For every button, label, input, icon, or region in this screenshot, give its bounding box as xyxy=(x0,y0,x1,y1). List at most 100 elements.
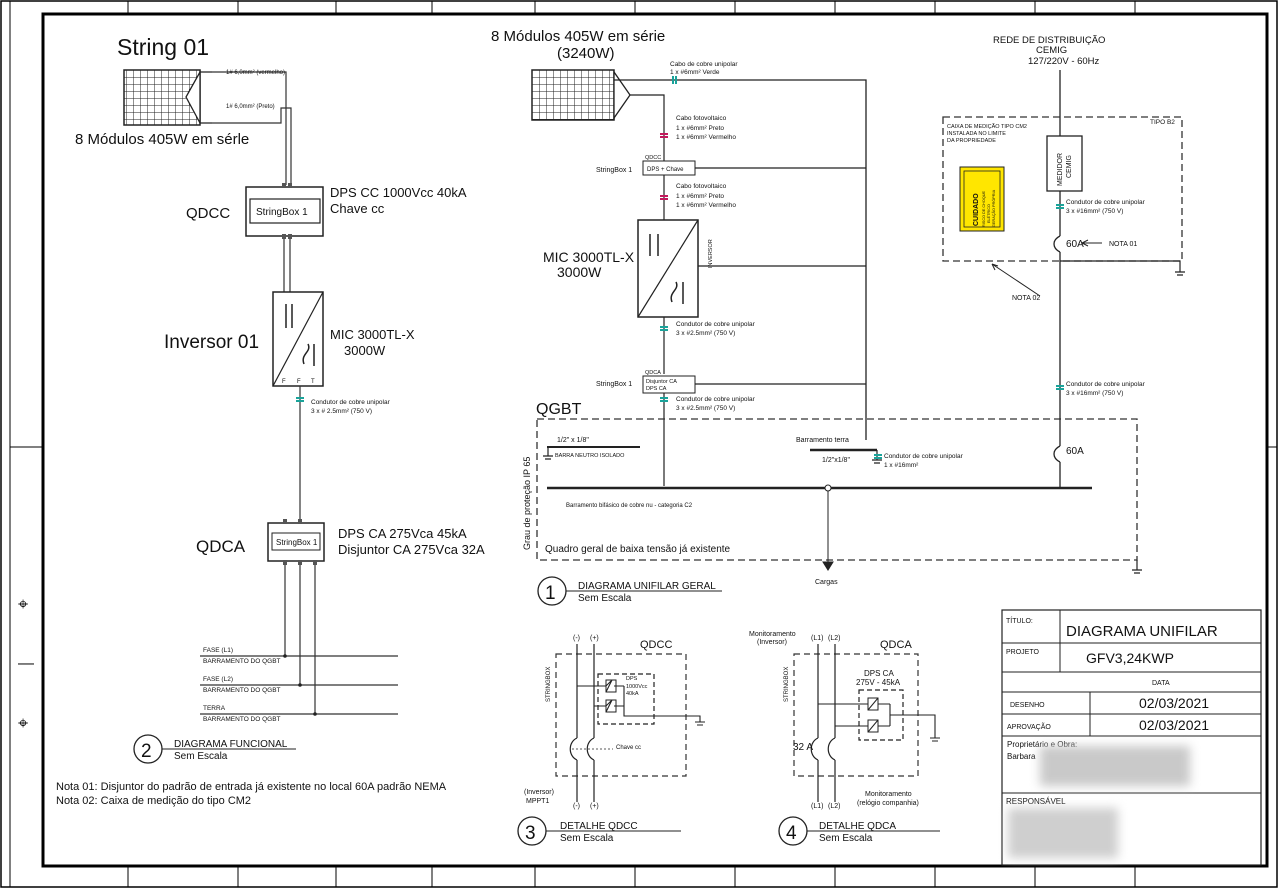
barramento-3: BARRAMENTO DO QGBT xyxy=(203,716,281,723)
qgbt-label: QGBT xyxy=(536,401,582,418)
nota-02-tag: NOTA 02 xyxy=(1012,295,1040,302)
pin-t: T xyxy=(311,379,315,385)
quadro-geral: Quadro geral de baixa tensão já existent… xyxy=(545,544,731,555)
diagram2-scale: Sem Escala xyxy=(174,751,228,762)
pin-f2: F xyxy=(297,379,301,385)
d4-stringbox-vertical: STRINGBOX xyxy=(784,667,790,702)
desenho-label: DESENHO xyxy=(1010,702,1045,709)
medidor-line1: MEDIDOR xyxy=(1057,153,1064,186)
responsavel-label: RESPONSÁVEL xyxy=(1006,797,1066,806)
margin-dash: — xyxy=(18,655,34,672)
titulo-label: TÍTULO: xyxy=(1006,616,1033,625)
inverter-power: 3000W xyxy=(344,343,386,358)
diagram2-title: DIAGRAMA FUNCIONAL xyxy=(174,739,288,750)
aprovacao-date: 02/03/2021 xyxy=(1139,717,1209,733)
modules-title: 8 Módulos 405W em série xyxy=(491,28,665,45)
projeto-label: PROJETO xyxy=(1006,649,1039,656)
pin-f: F xyxy=(282,379,286,385)
medidor-line2: CEMIG xyxy=(1066,155,1073,178)
cond-a1: Condutor de cobre unipolar xyxy=(676,321,756,328)
qdcc-label: QDCC xyxy=(186,205,230,222)
inverter-model: MIC 3000TL-X xyxy=(330,327,415,342)
bar-size-1: 1/2" x 1/8" xyxy=(557,437,589,444)
diagram2-number: 2 xyxy=(141,741,152,762)
stringbox-top-label: StringBox 1 xyxy=(596,167,632,174)
cable-black-label: 1# 6,0mm² (Preto) xyxy=(226,104,275,110)
general-single-line-diagram: 8 Módulos 405W em série (3240W) Cabo de … xyxy=(491,28,1138,606)
dps-chave-label: DPS + Chave xyxy=(647,167,684,173)
d4-l1-bot: (L1) xyxy=(811,803,823,810)
cond-d2: 3 x #16mm² (750 V) xyxy=(1066,208,1123,215)
grau-protecao: Grau de proteção IP 65 xyxy=(522,457,532,550)
diagram1-number: 1 xyxy=(545,583,556,604)
d3-scale: Sem Escala xyxy=(560,833,614,844)
cond-b1: Condutor de cobre unipolar xyxy=(676,396,756,403)
d4-l1-top: (L1) xyxy=(811,635,823,642)
d3-minus-bot: (-) xyxy=(573,803,580,810)
detail-qdcc: (-) (+) QDCC STRINGBOX DPS 1000Vcc 40kA … xyxy=(517,635,705,846)
proprietario-name: Barbara xyxy=(1007,752,1036,761)
redacted-owner-info xyxy=(1040,746,1190,786)
pv-cable-a3: 1 x #6mm² Vermelho xyxy=(676,134,736,141)
d3-dps-ka: 40kA xyxy=(626,691,639,697)
cuidado-sub2: ELÉTRICO xyxy=(986,204,991,223)
d3-dps-box xyxy=(597,673,655,725)
desenho-date: 02/03/2021 xyxy=(1139,695,1209,711)
d4-title: DETALHE QDCA xyxy=(819,821,896,832)
d4-l2-bot: (L2) xyxy=(828,803,840,810)
cuidado-sub1: RISCO DE CHOQUE xyxy=(982,190,986,227)
proprietario-label: Proprietário e Obra: xyxy=(1007,740,1077,749)
stringbox-bottom-label: StringBox 1 xyxy=(596,381,632,388)
registration-mark-icon: ⌖ xyxy=(18,594,28,614)
registration-mark-icon: ⌖ xyxy=(18,713,28,733)
tipo-b2: TIPO B2 xyxy=(1150,119,1175,126)
titulo-value: DIAGRAMA UNIFILAR xyxy=(1066,623,1218,640)
cond-ca-line2: 3 x # 2.5mm² (750 V) xyxy=(311,408,372,415)
disj-ca-small: Disjuntor CA xyxy=(646,379,677,385)
barramento-2: BARRAMENTO DO QGBT xyxy=(203,687,281,694)
caixa-line1: CAIXA DE MEDIÇÃO TIPO CM2 xyxy=(947,123,1027,130)
inversor-vertical: INVERSOR xyxy=(708,239,714,268)
dps-ca-small: DPS CA xyxy=(646,386,667,392)
cond-e2: 3 x #16mm² (750 V) xyxy=(1066,390,1123,397)
pv-array-connector xyxy=(185,69,212,124)
qgbt-enclosure xyxy=(536,418,1138,561)
qdca-label: QDCA xyxy=(196,537,246,556)
disj-60a: 60A xyxy=(1066,239,1084,250)
breaker-60a-symbol xyxy=(1053,235,1061,253)
meter-symbol xyxy=(1046,135,1083,192)
modules-power: (3240W) xyxy=(557,45,615,62)
d4-scale: Sem Escala xyxy=(819,833,873,844)
nota-01-tag: NOTA 01 xyxy=(1109,241,1137,248)
d3-dps-v: 1000Vcc xyxy=(626,684,648,690)
bar-size-2: 1/2"x1/8" xyxy=(822,457,850,464)
d3-plus-top: (+) xyxy=(590,635,599,642)
caixa-line3: DA PROPRIEDADE xyxy=(947,138,996,144)
cond-d1: Condutor de cobre unipolar xyxy=(1066,199,1146,206)
d4-dps-ca: DPS CA xyxy=(864,669,894,678)
d4-monit-1: Monitoramento xyxy=(749,631,796,638)
pv-cable-b3: 1 x #6mm² Vermelho xyxy=(676,202,736,209)
dps-ca-label: DPS CA 275Vca 45kA xyxy=(338,526,467,541)
d4-dps-spec: 275V - 45kA xyxy=(856,678,901,687)
inverter-power: 3000W xyxy=(557,264,602,280)
terra: TERRA xyxy=(203,705,226,712)
nota-02: Nota 02: Caixa de medição do tipo CM2 xyxy=(56,795,251,807)
rede-line2: CEMIG xyxy=(1036,45,1067,56)
pv-cable-a1: Cabo fotovoltaico xyxy=(676,115,727,122)
d4-number: 4 xyxy=(786,823,797,844)
barramento-bifasico: Barramento bifásico de cobre nu - catego… xyxy=(566,503,693,509)
d3-inversor: (Inversor) xyxy=(524,789,554,796)
chave-cc-label: Chave cc xyxy=(330,201,385,216)
caixa-line2: INSTALADA NO LIMITE xyxy=(947,131,1006,137)
meter-box-cm2 xyxy=(942,116,1183,262)
cond-b2: 3 x #2.5mm² (750 V) xyxy=(676,405,735,412)
green-cable-line2: 1 x #6mm² Verde xyxy=(670,69,720,76)
d4-qdca-label: QDCA xyxy=(880,639,912,651)
detail-qdca: Monitoramento (Inversor) (L1) (L2) QDCA … xyxy=(749,631,940,846)
pv-cable-b2: 1 x #6mm² Preto xyxy=(676,193,724,200)
stringbox-small-label: StringBox 1 xyxy=(276,538,318,547)
warning-label-icon xyxy=(959,166,1005,232)
diagram1-title: DIAGRAMA UNIFILAR GERAL xyxy=(578,581,716,592)
